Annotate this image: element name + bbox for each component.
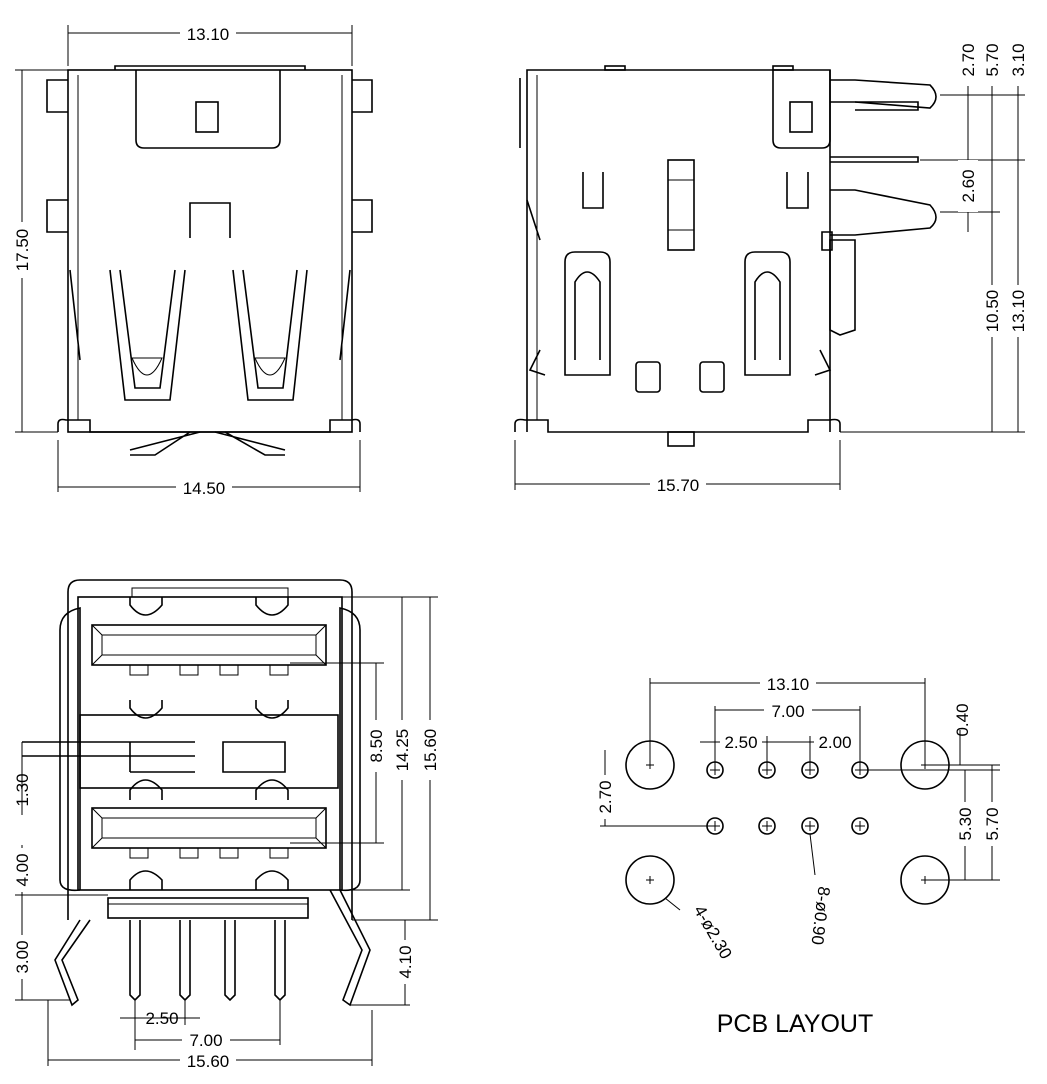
dim-pcb-row-gap: 2.70 [596, 780, 615, 813]
dim-pcb-mount-gap-b: 5.70 [983, 807, 1002, 840]
label-mount-holes: 4-ø2.30 [690, 902, 736, 962]
dim-front-height: 17.50 [13, 229, 32, 272]
dim-pcb-pin-span: 7.00 [771, 702, 804, 721]
front-view: 13.10 17.50 14.50 [12, 22, 373, 498]
dim-pcb-offset: 0.40 [953, 703, 972, 736]
dim-pin-span: 7.00 [189, 1031, 222, 1050]
dim-side-pin-b: 5.70 [983, 43, 1002, 76]
dim-inner-height: 14.25 [393, 729, 412, 772]
dim-port-pitch: 8.50 [367, 729, 386, 762]
pcb-layout: 13.10 7.00 2.50 2.00 0.40 5.30 5.70 2.70… [595, 672, 1002, 1038]
mount-holes [625, 740, 950, 905]
dim-left-b: 4.00 [13, 853, 32, 886]
dim-left-c: 3.00 [13, 940, 32, 973]
dim-pcb-mount-span: 13.10 [767, 675, 810, 694]
side-view: 15.70 2.70 5.70 3.10 2.60 10.50 13.10 [514, 34, 1028, 495]
dim-pin-pitch: 2.50 [145, 1009, 178, 1028]
dim-pcb-pitch-a: 2.50 [724, 733, 757, 752]
dim-front-width-bottom: 14.50 [183, 479, 226, 498]
dim-outer-height: 15.60 [421, 729, 440, 772]
dim-overall-width: 15.60 [187, 1052, 230, 1071]
dim-side-pin-d: 2.60 [959, 169, 978, 202]
dim-side-pin-a: 2.70 [959, 43, 978, 76]
dim-side-height-a: 10.50 [983, 290, 1002, 333]
pin-holes [706, 761, 869, 835]
dim-side-height-b: 13.10 [1009, 290, 1028, 333]
dim-front-width-top: 13.10 [187, 25, 230, 44]
label-pin-holes: 8-ø0.90 [807, 885, 833, 945]
pcb-layout-title: PCB LAYOUT [717, 1010, 874, 1038]
bottom-view: 8.50 14.25 15.60 1.30 4.00 3.00 4.10 2.5… [12, 579, 440, 1072]
dim-side-pin-c: 3.10 [1009, 43, 1028, 76]
dim-pcb-pitch-b: 2.00 [818, 733, 851, 752]
dim-leg-length: 4.10 [396, 945, 415, 978]
dim-side-width: 15.70 [657, 476, 700, 495]
dim-left-a: 1.30 [13, 773, 32, 806]
dim-pcb-mount-gap-a: 5.30 [956, 807, 975, 840]
